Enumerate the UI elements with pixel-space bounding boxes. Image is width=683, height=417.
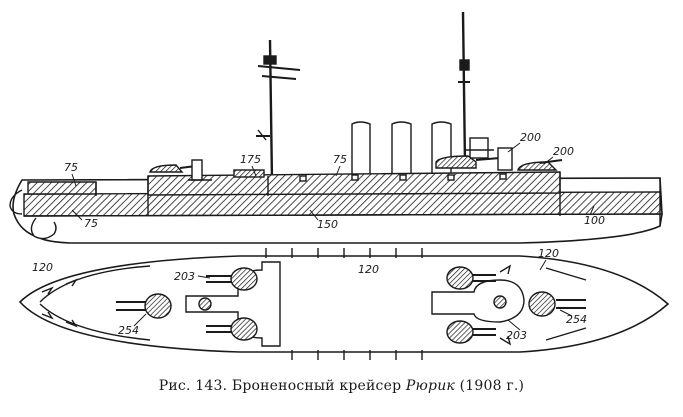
label-bow-deck: 75 — [64, 161, 78, 174]
side-view-labels: 75 75 175 75 150 200 200 100 — [64, 131, 605, 231]
label-plan-aft-turret: 203 — [506, 329, 527, 342]
armor-belt — [23, 191, 663, 217]
plan-turrets — [116, 266, 586, 344]
caption-suffix: (1908 г.) — [454, 378, 525, 394]
deck-ticks — [265, 248, 423, 360]
label-plan-bow-deck: 120 — [32, 261, 53, 274]
label-bow-belt: 75 — [84, 217, 98, 230]
label-aft-turret: 200 — [553, 145, 574, 158]
side-view — [9, 11, 663, 244]
aft-turret-port — [446, 266, 496, 290]
label-casemate: 75 — [333, 153, 347, 166]
plan-leaders — [133, 259, 573, 331]
label-plan-fwd-turret: 203 — [174, 270, 195, 283]
side-leaders — [71, 142, 595, 221]
portholes — [299, 173, 507, 182]
bow-curve — [9, 189, 23, 215]
aft-bridge — [466, 137, 494, 159]
bow-armor — [27, 181, 97, 195]
label-plan-center: 120 — [358, 263, 379, 276]
plan-view — [18, 248, 670, 360]
plan-view-labels: 120 203 254 120 120 203 254 — [32, 247, 587, 342]
fwd-main-turret — [116, 293, 212, 319]
fwd-turret — [149, 159, 265, 181]
figure-caption: Рис. 143. Броненосный крейсер Рюрик (190… — [0, 378, 683, 394]
label-fwd-turret: 175 — [240, 153, 261, 166]
fwd-turret-stbd — [206, 317, 258, 341]
mainmast — [458, 11, 470, 166]
aft-turret-stbd — [446, 320, 496, 344]
label-belt: 150 — [317, 218, 338, 231]
stern-marks — [499, 264, 587, 346]
aft-main-turret — [493, 291, 586, 317]
caption-ship-name: Рюрик — [405, 378, 455, 394]
caption-prefix: Рис. 143. Броненосный крейсер — [158, 378, 406, 394]
aft-turrets — [435, 147, 563, 171]
ram-bow — [30, 217, 57, 240]
fwd-turret-port — [206, 267, 258, 291]
bow-anchors — [41, 278, 78, 328]
label-plan-aft-deck: 120 — [538, 247, 559, 260]
label-aft-belt: 100 — [584, 214, 605, 227]
label-plan-fwd-main: 254 — [118, 324, 139, 337]
label-plan-aft-main: 254 — [566, 313, 587, 326]
foremast — [256, 39, 301, 183]
label-aft-turret-upper: 200 — [520, 131, 541, 144]
